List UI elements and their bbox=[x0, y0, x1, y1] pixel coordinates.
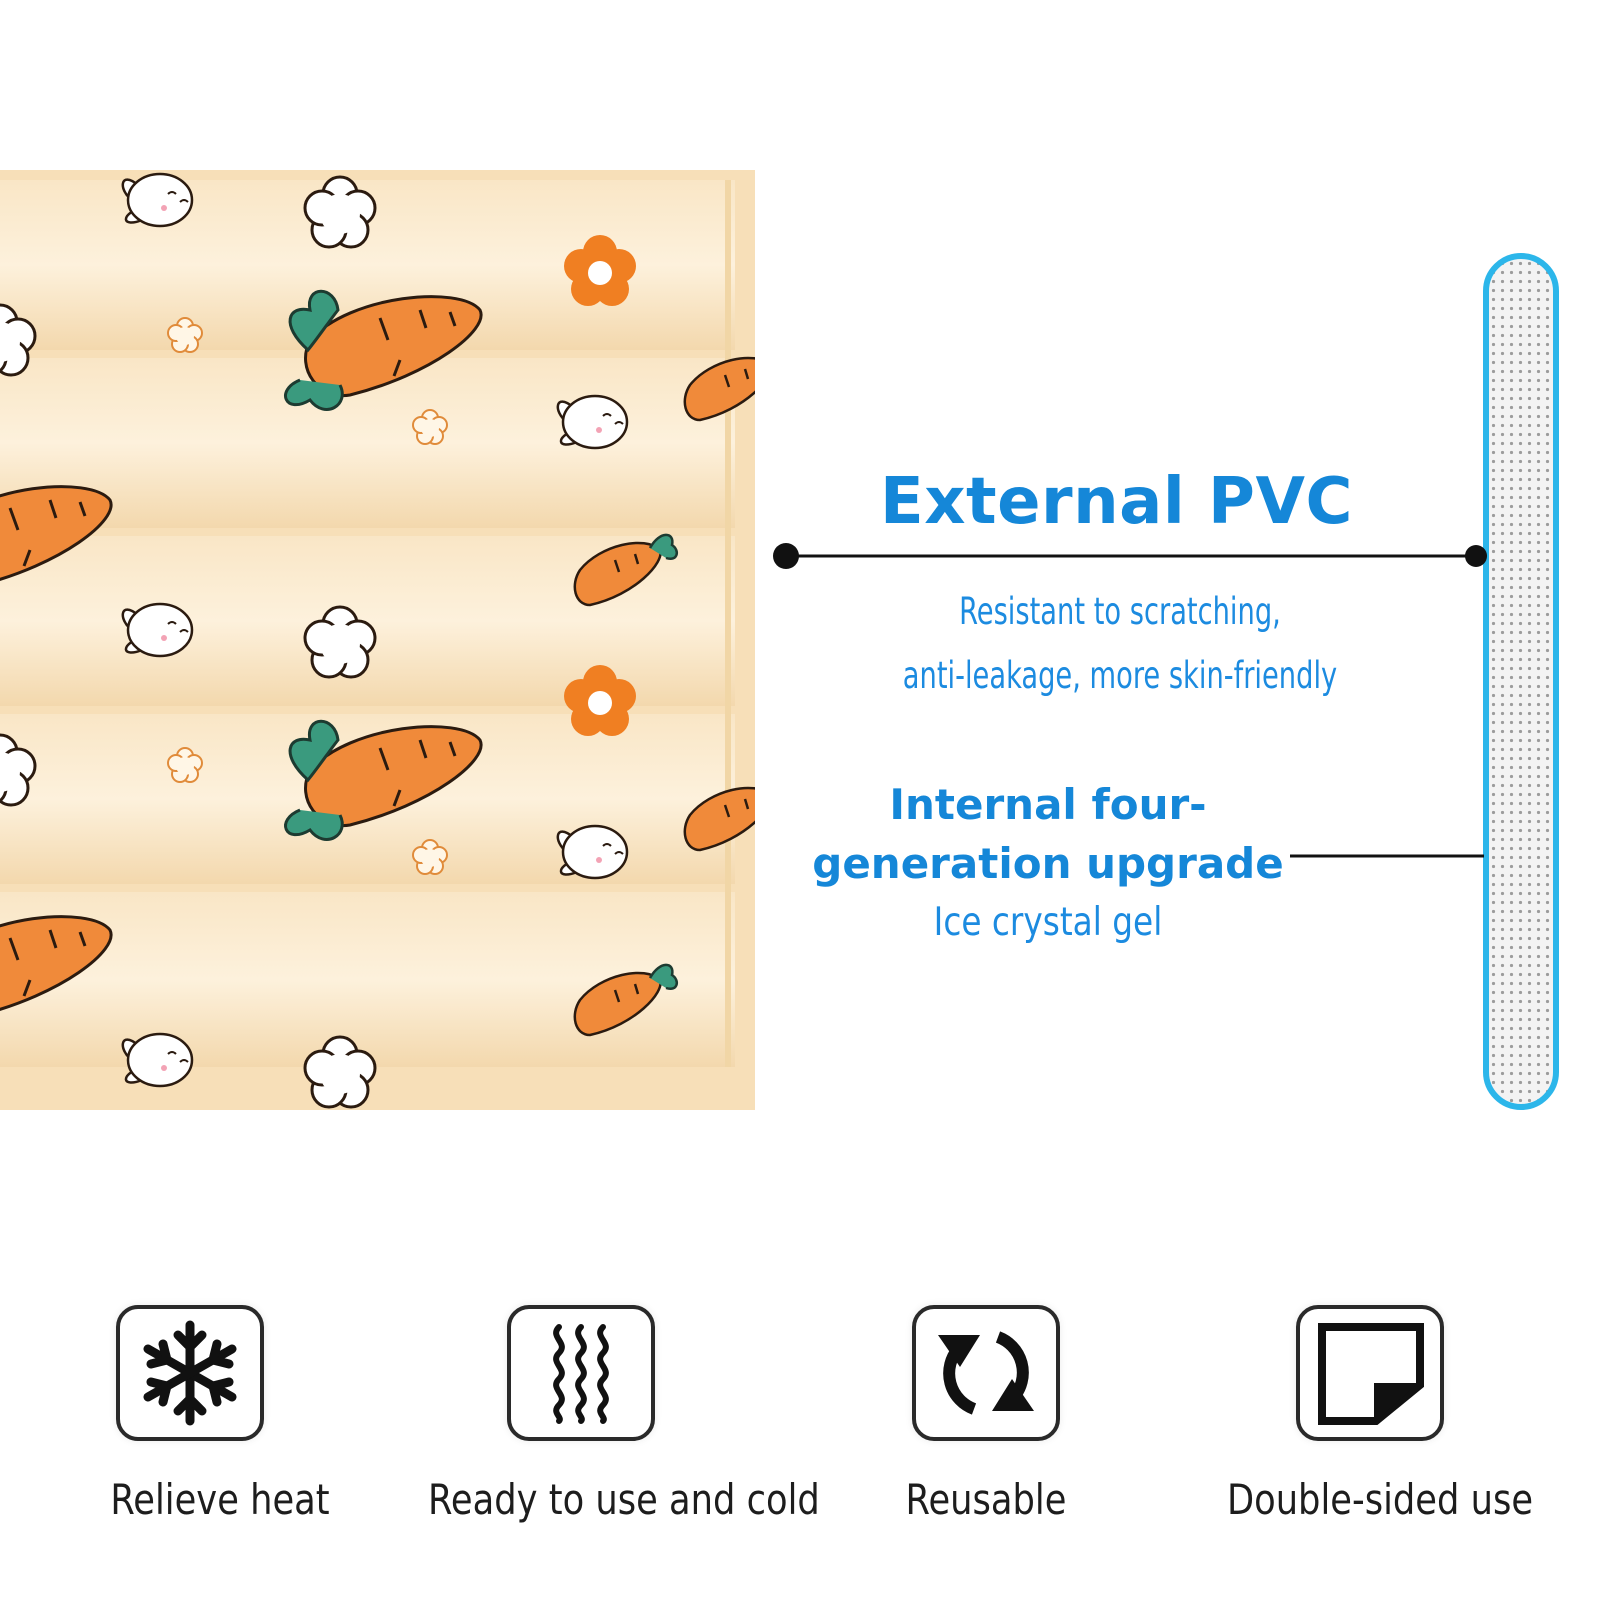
feature-relieve-heat: Relieve heat bbox=[20, 1305, 420, 1545]
cross-section-illustration bbox=[1483, 253, 1559, 1110]
external-desc-line-1: Resistant to scratching, bbox=[959, 590, 1281, 633]
recycle-arrows-icon bbox=[912, 1305, 1060, 1441]
feature-reusable: Reusable bbox=[786, 1305, 1186, 1545]
callout-leader-lines bbox=[773, 543, 1487, 858]
heat-waves-icon bbox=[507, 1305, 655, 1441]
pad-pattern bbox=[0, 172, 755, 1109]
internal-layer-description: Ice crystal gel bbox=[933, 900, 1163, 945]
cooling-pad-image bbox=[0, 170, 755, 1110]
external-pvc-title: External PVC bbox=[880, 465, 1353, 539]
feature-label: Double-sided use bbox=[1226, 1475, 1534, 1524]
feature-ready-to-use: Ready to use and cold bbox=[396, 1305, 820, 1545]
double-sided-icon bbox=[1296, 1305, 1444, 1441]
feature-label: Ready to use and cold bbox=[428, 1475, 820, 1524]
feature-label: Reusable bbox=[905, 1475, 1067, 1524]
internal-layer-title: Internal four- generation upgrade bbox=[808, 775, 1288, 893]
external-leader-dot-right bbox=[1465, 545, 1487, 567]
snowflake-icon bbox=[116, 1305, 264, 1441]
internal-title-line-1: Internal four- bbox=[889, 780, 1207, 829]
feature-label: Relieve heat bbox=[110, 1475, 330, 1524]
feature-double-sided: Double-sided use bbox=[1180, 1305, 1580, 1545]
internal-title-line-2: generation upgrade bbox=[812, 839, 1284, 888]
external-desc-line-2: anti-leakage, more skin-friendly bbox=[902, 654, 1338, 697]
external-pvc-description: Resistant to scratching, anti-leakage, m… bbox=[874, 580, 1366, 708]
